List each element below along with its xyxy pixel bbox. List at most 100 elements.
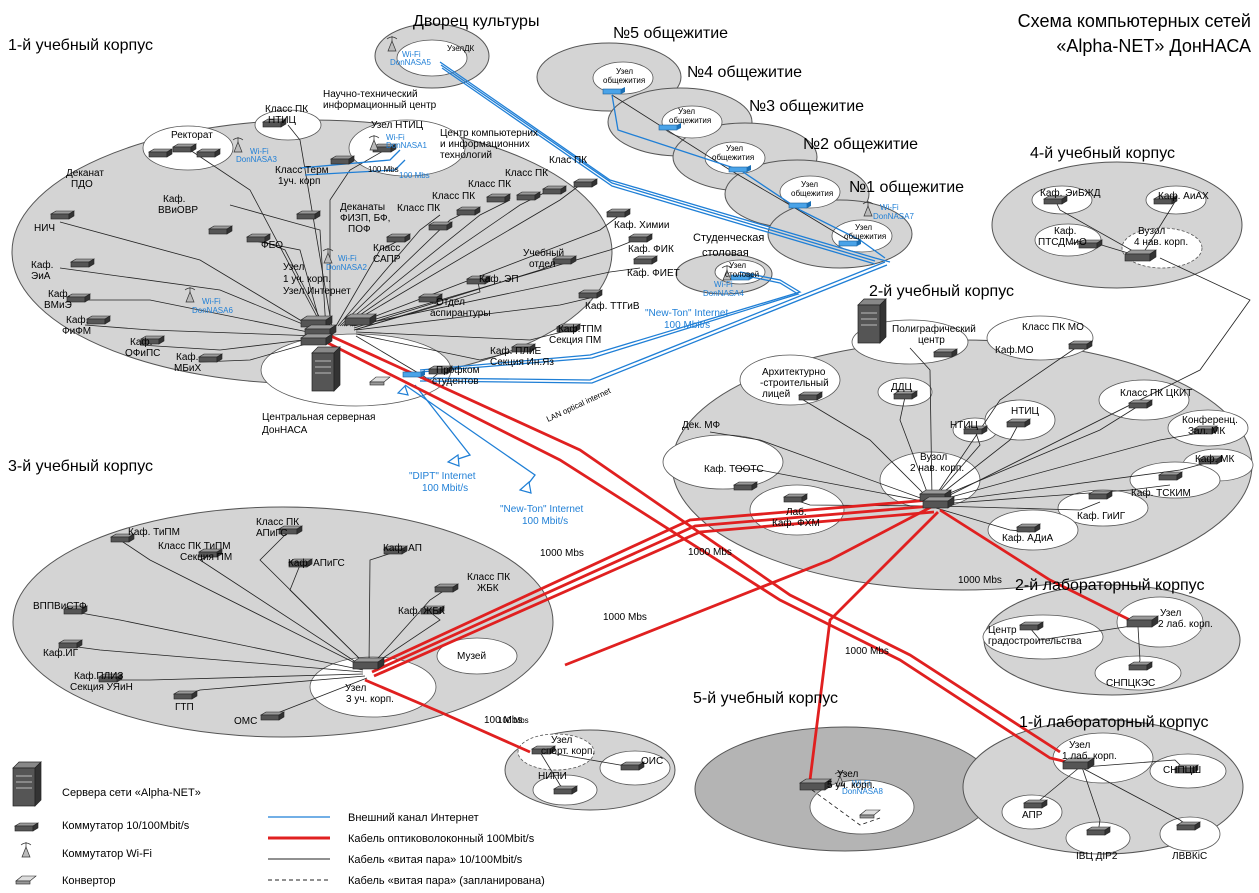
legend-switch: Коммутатор 10/100Mbit/s <box>62 820 190 832</box>
svg-text:аспирантуры: аспирантуры <box>430 308 491 319</box>
svg-text:Класс ПК: Класс ПК <box>265 104 308 115</box>
svg-text:-строительный: -строительный <box>760 378 829 389</box>
svg-text:МБиХ: МБиХ <box>174 363 201 374</box>
building-label: 2-й лабораторный корпус <box>1015 577 1204 594</box>
svg-text:общежития: общежития <box>603 76 645 85</box>
legend-twisted: Кабель «витая пара» 10/100Mbit/s <box>348 854 523 866</box>
link-speed: 1000 Mbs <box>540 548 584 559</box>
svg-text:Wi-Fi: Wi-Fi <box>202 297 221 306</box>
svg-text:Полиграфический: Полиграфический <box>892 323 976 335</box>
svg-text:4 нав. корп.: 4 нав. корп. <box>1134 237 1188 248</box>
svg-text:Каф. АиАХ: Каф. АиАХ <box>1158 190 1209 202</box>
internet-label: 100 Mbit/s <box>664 320 710 331</box>
internet-label: "New-Ton" Internet <box>500 504 583 515</box>
svg-text:Деканат: Деканат <box>66 168 104 179</box>
svg-text:ГТП: ГТП <box>175 702 194 713</box>
svg-text:Класс ПК: Класс ПК <box>432 191 475 202</box>
svg-text:1 уч. корп.: 1 уч. корп. <box>283 274 331 285</box>
svg-text:Каф. ФХМ: Каф. ФХМ <box>772 517 820 529</box>
svg-text:Секция Ин.Яз: Секция Ин.Яз <box>490 357 554 368</box>
svg-text:Узел: Узел <box>1160 608 1181 619</box>
svg-text:Каф.ПЛИЗ: Каф.ПЛИЗ <box>74 670 123 682</box>
legend-converter-icon <box>15 875 37 885</box>
svg-text:ІВЦ ДІР2: ІВЦ ДІР2 <box>1076 851 1118 862</box>
svg-text:Класс Терм: Класс Терм <box>275 165 329 176</box>
optical-cables <box>317 330 1141 781</box>
svg-text:Каф. ГиИГ: Каф. ГиИГ <box>1077 510 1126 522</box>
svg-text:Wi-Fi: Wi-Fi <box>402 50 421 59</box>
svg-text:Класс ПК МО: Класс ПК МО <box>1022 322 1084 333</box>
svg-text:Wi-Fi: Wi-Fi <box>386 133 405 142</box>
svg-text:Каф. ФИК: Каф. ФИК <box>628 243 674 255</box>
svg-text:Класс ПК: Класс ПК <box>256 517 299 528</box>
internet-arrows <box>396 384 532 494</box>
building-label: 1-й лабораторный корпус <box>1019 714 1208 731</box>
svg-text:Каф.: Каф. <box>1054 225 1076 237</box>
svg-text:Каф. ПЛиЕ: Каф. ПЛиЕ <box>490 345 542 357</box>
svg-text:АПиГС: АПиГС <box>256 528 288 539</box>
legend: Сервера сети «Alpha-NET» Коммутатор 10/1… <box>12 761 545 887</box>
svg-text:спорт. корп.: спорт. корп. <box>541 746 595 757</box>
svg-text:ЭиА: ЭиА <box>31 271 51 282</box>
svg-text:ФЕО: ФЕО <box>261 240 283 251</box>
svg-text:DonNASA6: DonNASA6 <box>192 306 233 315</box>
page-title: «Alpha-NET» ДонНАСА <box>1056 36 1251 56</box>
svg-text:Научно-технический: Научно-технический <box>323 89 418 100</box>
legend-internet: Внешний канал Интернет <box>348 812 479 824</box>
svg-text:НТИЦ: НТИЦ <box>268 115 297 126</box>
svg-text:ВМиЭ: ВМиЭ <box>44 300 72 311</box>
building-label: 5-й учебный корпус <box>693 690 838 707</box>
svg-text:Дек. МФ: Дек. МФ <box>682 420 720 431</box>
building-label: 3-й учебный корпус <box>8 458 153 475</box>
link-speed: 100 Mbs <box>484 715 522 726</box>
svg-text:Центр компьютерних: Центр компьютерних <box>440 128 538 139</box>
building-label: №4 общежитие <box>687 64 802 81</box>
svg-text:Архитектурно: Архитектурно <box>762 367 826 378</box>
svg-text:Деканаты: Деканаты <box>340 202 385 213</box>
svg-text:Каф.ТПМ: Каф.ТПМ <box>558 323 602 335</box>
link-speed: 1000 Mbs <box>688 547 732 558</box>
building-label: №3 общежитие <box>749 98 864 115</box>
building-label: 1-й учебный корпус <box>8 37 153 54</box>
svg-text:Узел: Узел <box>616 67 633 76</box>
svg-text:Wi-Fi: Wi-Fi <box>338 254 357 263</box>
svg-text:ОИС: ОИС <box>641 756 663 767</box>
svg-text:Каф. ТООТС: Каф. ТООТС <box>704 463 764 475</box>
svg-text:DonNASA7: DonNASA7 <box>873 212 914 221</box>
svg-text:Каф. Химии: Каф. Химии <box>614 219 669 231</box>
svg-text:ПТСДМиО: ПТСДМиО <box>1038 237 1087 248</box>
svg-text:общежития: общежития <box>669 116 711 125</box>
svg-text:Каф. АП: Каф. АП <box>383 542 422 554</box>
svg-text:Учебный: Учебный <box>523 247 564 259</box>
svg-text:информационный центр: информационный центр <box>323 99 437 111</box>
svg-text:Каф.: Каф. <box>130 336 152 348</box>
internet-label: LAN optical internet <box>545 386 613 424</box>
legend-optical: Кабель оптиковолоконный 100Mbit/s <box>348 833 535 845</box>
svg-text:Центр: Центр <box>988 625 1017 636</box>
building-label: Дворец культуры <box>413 13 539 30</box>
svg-text:DonNASA3: DonNASA3 <box>236 155 277 164</box>
svg-text:общежития: общежития <box>791 189 833 198</box>
other-labels: Узел спорт. корп. НИПИ ОИС 100 Mbs Узел … <box>498 608 1213 862</box>
building-label: Студенческая <box>693 232 764 244</box>
svg-text:100 Mbs: 100 Mbs <box>368 165 399 174</box>
legend-server-icon <box>12 761 42 807</box>
building-label: 4-й учебный корпус <box>1030 145 1175 162</box>
legend-switch-icon <box>14 822 39 832</box>
svg-text:технологий: технологий <box>440 150 492 161</box>
svg-text:Узел: Узел <box>855 223 872 232</box>
svg-text:Каф. ЖБК: Каф. ЖБК <box>398 605 445 617</box>
svg-text:и информационних: и информационних <box>440 138 530 150</box>
svg-text:Узел: Узел <box>345 683 366 694</box>
page-title: Схема компьютерных сетей <box>1018 11 1251 31</box>
building-label: №1 общежитие <box>849 179 964 196</box>
b1-labels: Научно-технический информационный центр … <box>31 89 680 387</box>
dorm-labels: УзелДК Узел общежития Узел общежития Узе… <box>447 44 886 279</box>
svg-text:Каф.: Каф. <box>31 259 53 271</box>
twisted-pair-cables <box>59 94 1251 834</box>
svg-text:УзелДК: УзелДК <box>447 44 474 53</box>
svg-text:Каф. АПиГС: Каф. АПиГС <box>288 557 345 569</box>
svg-text:Каф. ЭП: Каф. ЭП <box>479 273 519 285</box>
svg-text:Вузол: Вузол <box>920 452 947 463</box>
